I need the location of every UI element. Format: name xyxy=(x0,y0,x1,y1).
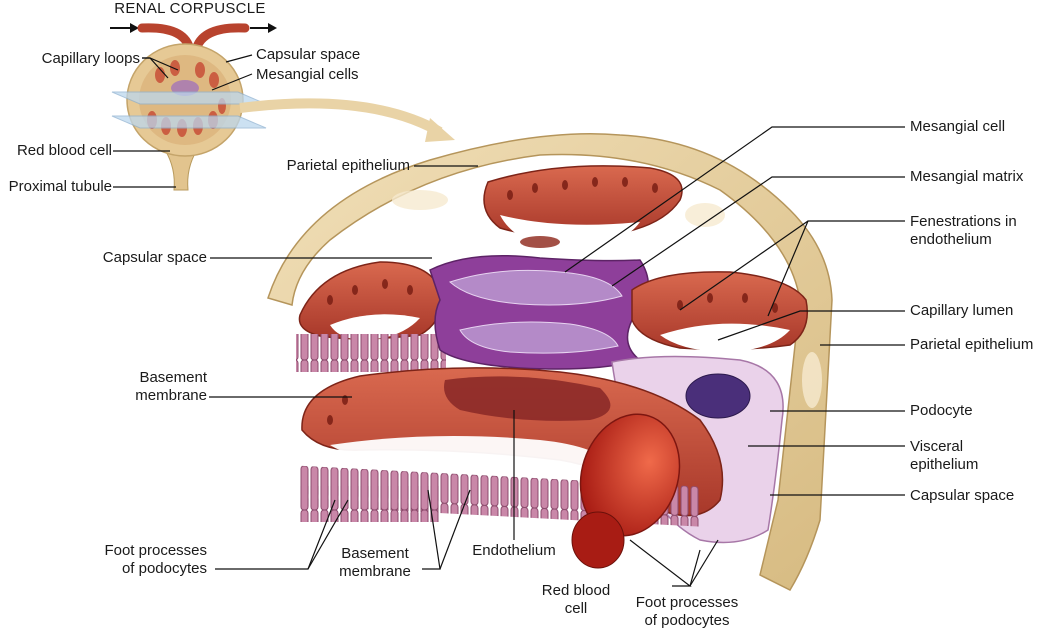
flow-arrow-right-icon xyxy=(250,23,277,33)
endothelial-nucleus xyxy=(444,376,611,421)
label-capsular-space-right: Capsular space xyxy=(910,487,1015,504)
label-capsular-space-left: Capsular space xyxy=(102,249,207,266)
label-mesangial-cell: Mesangial cell xyxy=(910,118,1006,135)
capillary-lumen-left xyxy=(330,314,420,340)
label-capillary-lumen: Capillary lumen xyxy=(910,302,1014,319)
label-fenestrations: Fenestrations in endothelium xyxy=(910,213,1017,248)
zoom-arrow xyxy=(239,98,443,137)
section-plane-top xyxy=(111,91,267,105)
label-endothelium: Endothelium xyxy=(472,542,556,559)
zoom-arrowhead-icon xyxy=(425,118,455,142)
label-foot-processes-left: Foot processes of podocytes xyxy=(104,542,207,577)
label-proximal-tubule: Proximal tubule xyxy=(8,178,112,195)
podocyte-nucleus xyxy=(685,373,751,419)
foot-processes-bottom-row-2 xyxy=(300,486,440,522)
label-mesangial-cells: Mesangial cells xyxy=(256,66,359,83)
section-plane-bottom xyxy=(111,115,267,129)
label-basement-membrane-bottom: Basement membrane xyxy=(339,545,411,580)
label-parietal-epithelium-right: Parietal epithelium xyxy=(910,336,1034,353)
main-leader-lines xyxy=(209,126,905,587)
label-red-blood-cell: Red blood cell xyxy=(541,582,611,617)
label-visceral-epithelium: Visceral epithelium xyxy=(910,438,979,473)
mesangial-matrix-lower xyxy=(459,321,619,354)
label-parietal-epithelium-top: Parietal epithelium xyxy=(286,157,410,174)
label-podocyte: Podocyte xyxy=(910,402,973,419)
red-blood-cell-small xyxy=(571,511,625,569)
proximal-tubule-shape xyxy=(164,149,198,191)
label-mesangial-matrix: Mesangial matrix xyxy=(910,168,1024,185)
label-inset-red-blood-cell: Red blood cell xyxy=(16,142,112,159)
capillary-lumen-bottom xyxy=(330,436,620,471)
inset-renal-corpuscle xyxy=(110,23,455,191)
main-cross-section xyxy=(209,126,905,591)
inset-leader-lines xyxy=(113,54,253,188)
label-capillary-loops: Capillary loops xyxy=(41,50,140,67)
label-basement-membrane-left: Basement membrane xyxy=(135,369,207,404)
flow-arrow-left-icon xyxy=(110,23,139,33)
parietal-epithelium-wall xyxy=(267,133,833,591)
label-foot-processes-bottom: Foot processes of podocytes xyxy=(635,594,739,629)
label-inset-capsular-space: Capsular space xyxy=(256,46,361,63)
foot-processes-left-row xyxy=(296,334,446,372)
inset-title: RENAL CORPUSCLE xyxy=(114,0,266,17)
mesangial-matrix-upper xyxy=(449,269,623,306)
